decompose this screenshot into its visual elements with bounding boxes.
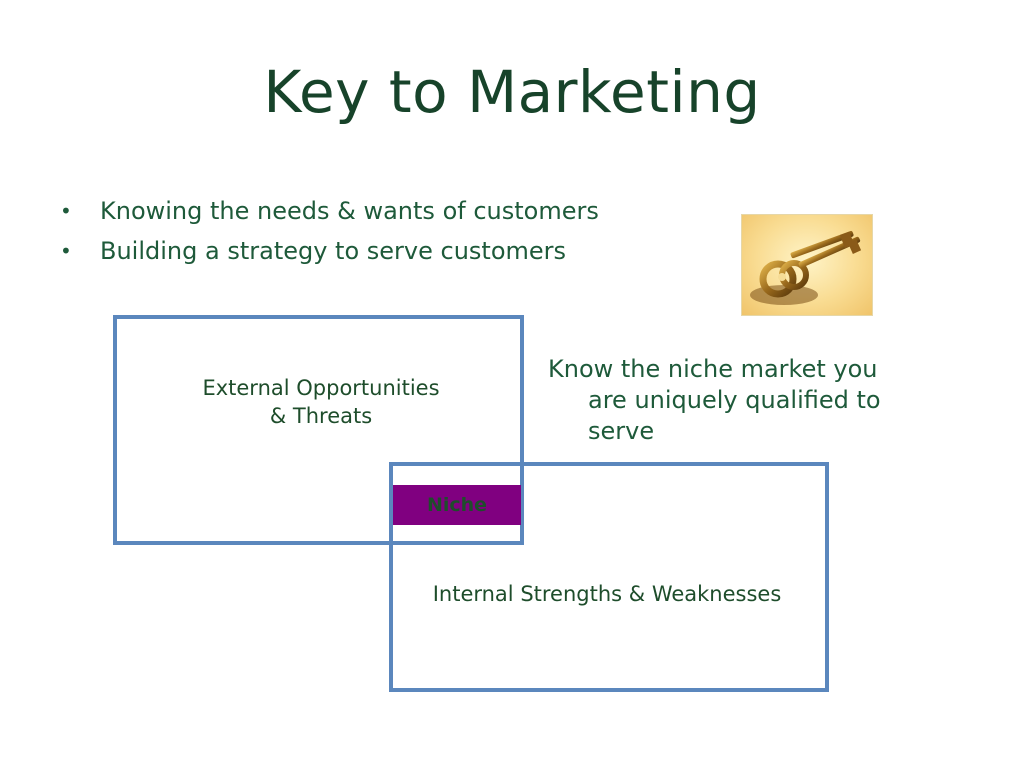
bullet-item: • Knowing the needs & wants of customers: [60, 192, 599, 232]
niche-description-line: are uniquely qualified to: [588, 386, 881, 414]
keys-illustration: [750, 230, 862, 305]
internal-box: [389, 462, 829, 692]
bullet-text: Building a strategy to serve customers: [100, 237, 567, 265]
bullet-text: Knowing the needs & wants of customers: [100, 197, 599, 225]
external-box: [113, 315, 524, 545]
bullet-item: • Building a strategy to serve customers: [60, 232, 599, 272]
niche-description-line: Know the niche market you: [548, 355, 878, 383]
external-label-line: External Opportunities: [202, 376, 440, 400]
niche-description-line: serve: [588, 417, 655, 445]
niche-description: Know the niche market you are uniquely q…: [548, 354, 948, 447]
internal-box-label: Internal Strengths & Weaknesses: [432, 582, 782, 606]
external-box-label: External Opportunities & Threats: [113, 374, 529, 430]
bullet-list: • Knowing the needs & wants of customers…: [60, 192, 599, 272]
bullet-icon: •: [60, 239, 72, 263]
niche-label: Niche: [393, 485, 521, 525]
slide-title: Key to Marketing: [263, 58, 761, 126]
bullet-icon: •: [60, 199, 72, 223]
golden-keys-image: [741, 214, 873, 316]
external-label-line: & Threats: [269, 404, 373, 428]
